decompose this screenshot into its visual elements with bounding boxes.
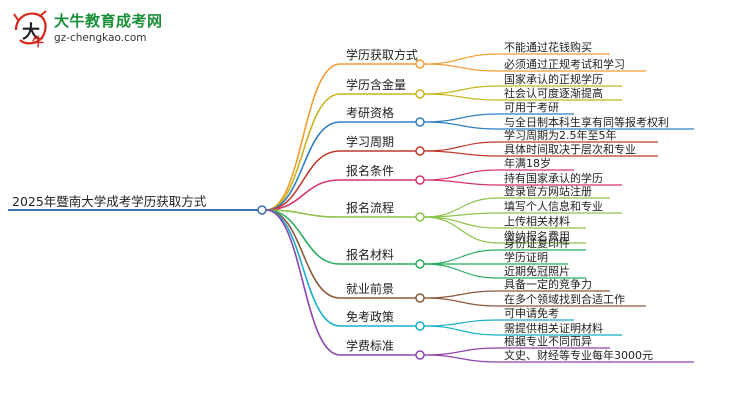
branch-link [265,121,341,211]
leaf-label[interactable]: 必须通过正规考试和学习 [504,57,625,71]
leaf-link [423,249,499,265]
branch-label[interactable]: 考研资格 [346,105,394,120]
branch-node-dot[interactable] [415,146,425,156]
leaf-link [423,150,499,157]
brand-url: gz-chengkao.com [54,32,147,44]
branch-node-dot[interactable] [415,117,425,127]
branch-node-dot[interactable] [415,212,425,222]
branch-link [265,179,341,211]
leaf-link [423,297,499,307]
leaf-label[interactable]: 具备一定的竞争力 [504,277,592,291]
leaf-label[interactable]: 上传相关材料 [504,214,570,228]
leaf-label[interactable]: 具体时间取决于层次和专业 [504,142,636,156]
leaf-link [423,216,499,244]
branch-node-dot[interactable] [415,89,425,99]
branch-label[interactable]: 就业前景 [346,281,394,296]
leaf-link [423,354,499,363]
branch-link [265,93,341,211]
leaf-link [423,212,499,218]
leaf-label[interactable]: 年满18岁 [504,156,551,170]
branch-label[interactable]: 学历含金量 [346,77,406,92]
leaf-link [423,319,499,327]
branch-label[interactable]: 学习周期 [346,134,394,149]
leaf-link [423,85,499,95]
leaf-label[interactable]: 学历证明 [504,250,548,264]
branch-link [265,209,341,327]
mindmap-nodes: 2025年暨南大学成考学历获取方式 学历获取方式 不能通过花钱购买必须通过正规考试和… [12,40,669,362]
leaf-label[interactable]: 与全日制本科生享有同等报考权利 [504,115,669,129]
leaf-label[interactable]: 近期免冠照片 [504,264,570,278]
branch-node-dot[interactable] [415,321,425,331]
svg-text:大: 大 [22,21,40,43]
branch-node-dot[interactable] [415,293,425,303]
leaf-label[interactable]: 缴纳报名费用 [504,229,570,243]
leaf-label[interactable]: 需提供相关证明材料 [504,321,603,335]
branch-label[interactable]: 报名条件 [346,163,394,178]
leaf-link [423,63,499,72]
branch-node-dot[interactable] [415,259,425,269]
branch-link [265,209,341,356]
bull-logo-icon: 大 牛 [13,10,47,49]
leaf-link [423,290,499,299]
leaf-label[interactable]: 文史、财经等专业每年3000元 [504,348,653,362]
leaf-link [423,169,499,181]
leaf-link [423,93,499,101]
leaf-label[interactable]: 在多个领域找到合适工作 [504,292,625,306]
branch-label[interactable]: 免考政策 [346,309,394,324]
branch-node-dot[interactable] [415,350,425,360]
branch-link [265,209,341,265]
leaf-label[interactable]: 身份证复印件 [504,236,570,250]
leaf-link [423,216,499,229]
leaf-label[interactable]: 持有国家承认的学历 [504,171,603,185]
leaf-link [423,113,499,123]
leaf-link [423,197,499,218]
leaf-link [423,347,499,356]
leaf-label[interactable]: 可用于考研 [504,101,559,114]
branch-link [265,209,341,218]
branch-label[interactable]: 报名材料 [346,247,394,262]
leaf-label[interactable]: 根据专业不同而异 [504,334,592,348]
leaf-link [423,263,499,279]
leaf-label[interactable]: 国家承认的正规学历 [504,72,603,86]
root-node-dot[interactable] [257,205,267,215]
svg-text:牛: 牛 [32,34,44,49]
leaf-label[interactable]: 填写个人信息和专业 [504,199,603,213]
leaf-label[interactable]: 不能通过花钱购买 [504,40,592,54]
leaf-label[interactable]: 社会认可度逐渐提高 [504,86,603,100]
leaf-label[interactable]: 可申请免考 [504,306,559,320]
branch-label[interactable]: 学历获取方式 [346,47,418,62]
leaf-label[interactable]: 登录官方网站注册 [504,184,592,198]
brand-name: 大牛教育成考网 [54,12,163,30]
mindmap-links [8,53,694,363]
branch-link [265,150,341,211]
leaf-link [423,179,499,186]
branch-label[interactable]: 学费标准 [346,338,394,353]
branch-label[interactable]: 报名流程 [346,200,394,215]
branch-link [265,63,341,211]
leaf-link [423,141,499,152]
leaf-link [423,325,499,336]
branch-node-dot[interactable] [415,175,425,185]
leaf-link [423,53,499,65]
leaf-link [423,121,499,130]
brand-logo[interactable]: 大 牛 大牛教育成考网 gz-chengkao.com [8,8,178,52]
leaf-label[interactable]: 学习周期为2.5年至5年 [504,128,617,142]
root-node-label[interactable]: 2025年暨南大学成考学历获取方式 [12,194,207,209]
branch-node-dot[interactable] [415,59,425,69]
